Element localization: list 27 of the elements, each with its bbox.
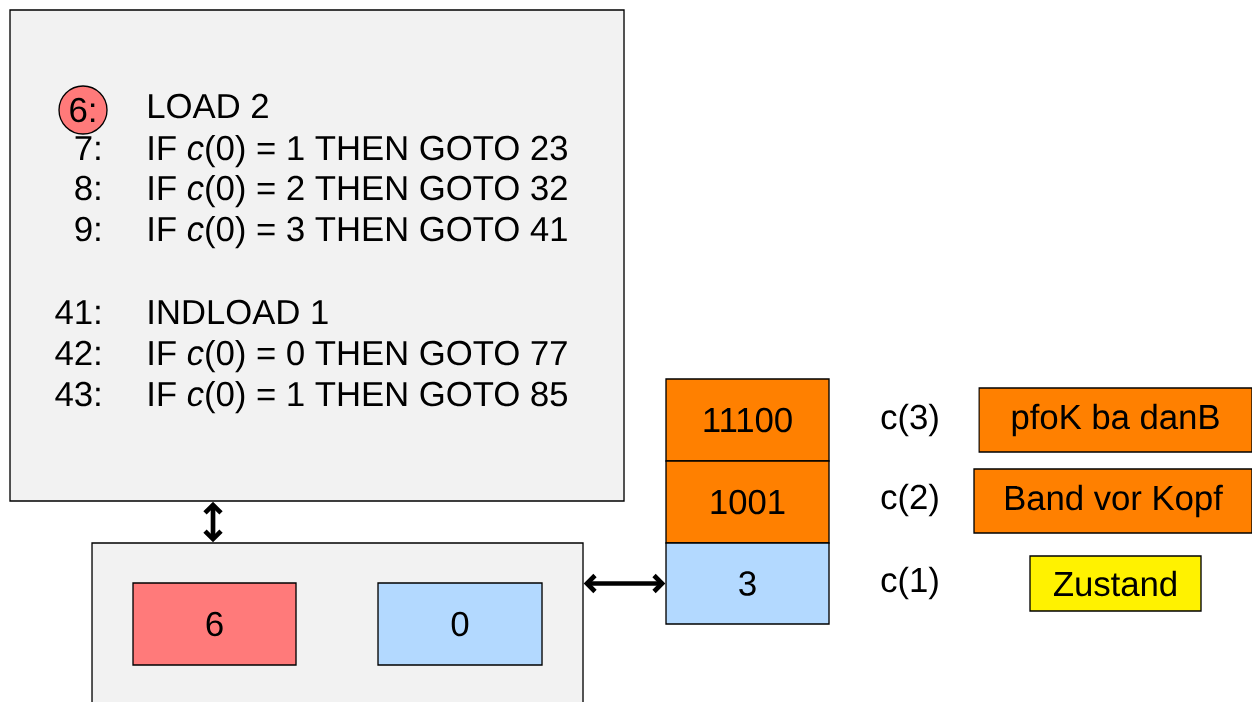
line-number: 41: xyxy=(55,300,100,324)
state-label-box: Zustand xyxy=(1029,555,1202,612)
instruction-text: INDLOAD 1 xyxy=(149,299,328,325)
program-panel xyxy=(9,9,625,502)
line-number: 7: xyxy=(75,136,100,160)
line-number: 8: xyxy=(75,175,100,201)
line-number: 43: xyxy=(55,381,100,407)
line-number: 42: xyxy=(55,340,100,365)
register-cell: 11100 xyxy=(665,378,830,462)
line-number: 9: xyxy=(75,216,100,242)
instruction-text: IF c(0) = 3 THEN GOTO 41 xyxy=(149,215,567,249)
double-arrow xyxy=(583,573,666,594)
register-cell: 3 xyxy=(665,542,830,625)
register-address: c(3) xyxy=(881,403,938,437)
accumulator-box: 0 xyxy=(377,582,543,666)
register-cell: 1001 xyxy=(665,460,830,544)
register-address: c(2) xyxy=(881,483,938,517)
tape-label-box: Band vor Kopf xyxy=(973,468,1252,534)
register-address: c(1) xyxy=(881,566,938,600)
double-arrow xyxy=(203,501,223,543)
instruction-text: IF c(0) = 1 THEN GOTO 85 xyxy=(149,380,567,414)
counter-box: 6 xyxy=(132,582,297,666)
instruction-text: IF c(0) = 1 THEN GOTO 23 xyxy=(149,134,567,168)
instruction-text: LOAD 2 xyxy=(149,93,268,119)
tape-label-box: pfoK ba danB xyxy=(978,387,1252,453)
instruction-text: IF c(0) = 2 THEN GOTO 32 xyxy=(149,174,567,208)
instruction-text: IF c(0) = 0 THEN GOTO 77 xyxy=(149,339,567,373)
